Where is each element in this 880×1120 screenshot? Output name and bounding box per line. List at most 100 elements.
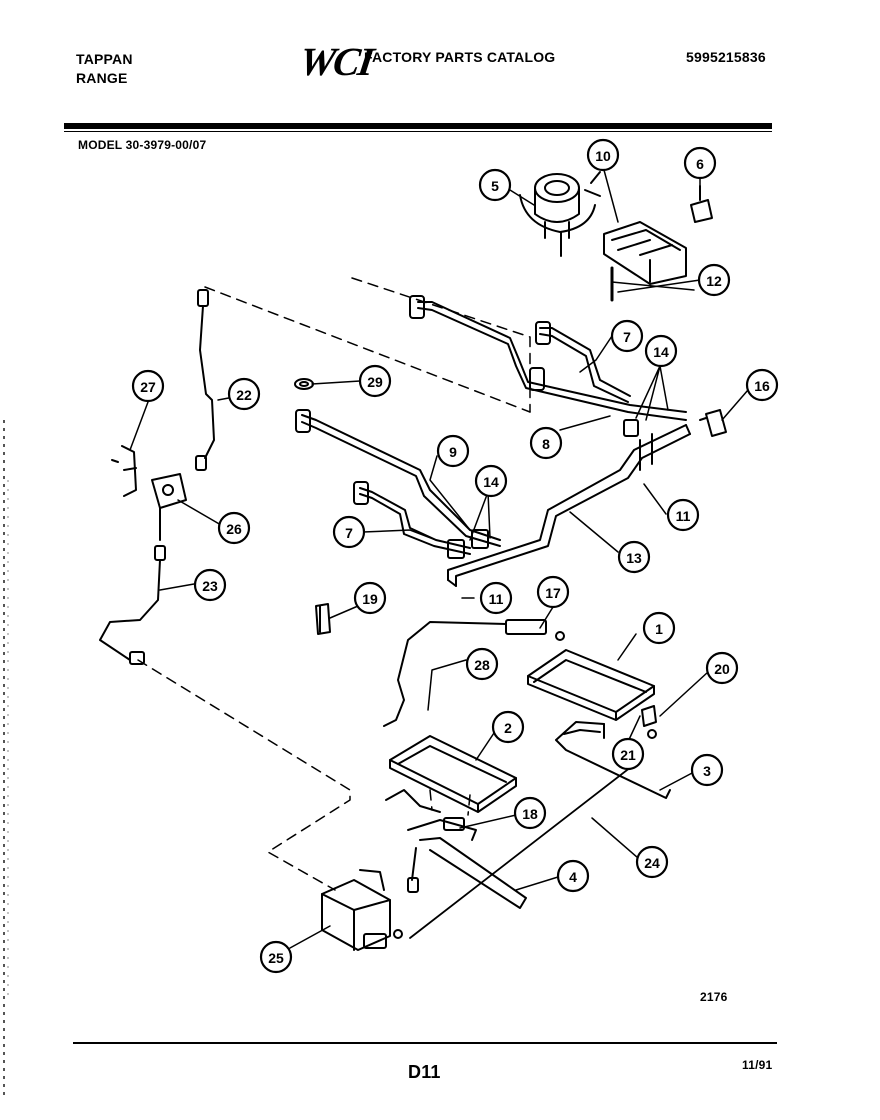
callout-circle [586, 138, 620, 172]
callout-number: 7 [623, 329, 631, 345]
callout-circle [131, 369, 165, 403]
callout-circle [536, 575, 570, 609]
callout-circle [259, 940, 293, 974]
callout-circle [436, 434, 470, 468]
part-23-tube [99, 559, 161, 665]
callout-23: 23 [193, 568, 227, 602]
part-17-igniter-wire [383, 619, 565, 727]
part-26-regulator [151, 473, 187, 561]
callout-6: 6 [683, 146, 717, 180]
callout-number: 21 [620, 747, 636, 763]
header-rule-thin [64, 131, 772, 132]
callout-1: 1 [642, 611, 676, 645]
callout-11: 11 [479, 581, 513, 615]
drawing-number: 2176 [700, 990, 728, 1004]
callout-7: 7 [610, 319, 644, 353]
callout-number: 24 [644, 855, 660, 871]
part-6-clip [690, 185, 713, 223]
callout-number: 11 [489, 591, 504, 607]
callout-number: 23 [202, 578, 218, 594]
callout-number: 2 [504, 720, 512, 736]
page-id: D11 [408, 1062, 441, 1082]
callout-number: 27 [140, 379, 156, 395]
callout-27: 27 [131, 369, 165, 403]
part-3-burner-tube [555, 721, 671, 799]
callout-3: 3 [690, 753, 724, 787]
part-24-tube [409, 759, 641, 939]
callout-7: 7 [332, 515, 366, 549]
model-number: MODEL 30-3979-00/07 [78, 138, 207, 152]
callout-circle [690, 753, 724, 787]
callout-20: 20 [705, 651, 739, 685]
part-18-harness [385, 789, 477, 841]
callout-14: 14 [644, 334, 678, 368]
part-number: 5995215836 [686, 49, 766, 65]
callout-12: 12 [697, 263, 731, 297]
callout-number: 16 [754, 378, 770, 394]
callout-18: 18 [513, 796, 547, 830]
callout-22: 22 [227, 377, 261, 411]
callout-9: 9 [436, 434, 470, 468]
callout-number: 14 [483, 474, 499, 490]
callout-circle [227, 377, 261, 411]
callout-circle [513, 796, 547, 830]
callout-group: 1234567789101111121314141617181920212223… [131, 138, 779, 974]
callout-10: 10 [586, 138, 620, 172]
part-10-bracket [603, 221, 687, 285]
callout-circle [611, 737, 645, 771]
brand-name: TAPPAN [76, 51, 133, 67]
part-29-grommet [294, 378, 314, 390]
callout-number: 25 [268, 950, 284, 966]
callout-29: 29 [358, 364, 392, 398]
callout-circle [474, 464, 508, 498]
callout-circle [642, 611, 676, 645]
callout-13: 13 [617, 540, 651, 574]
callout-circle [479, 581, 513, 615]
callout-circle [556, 859, 590, 893]
callout-circle [491, 710, 525, 744]
callout-number: 22 [236, 387, 252, 403]
callout-circle [635, 845, 669, 879]
callout-number: 13 [626, 550, 642, 566]
leader-lines [129, 169, 749, 949]
brand-block: TAPPAN RANGE [76, 50, 133, 88]
callout-number: 7 [345, 525, 353, 541]
part-25-valve [321, 869, 403, 951]
part-1-burner [527, 649, 655, 721]
callout-circle [666, 498, 700, 532]
callout-16: 16 [745, 368, 779, 402]
callout-number: 5 [491, 178, 499, 194]
catalog-title: FACTORY PARTS CATALOG [364, 49, 556, 65]
callout-circle [745, 368, 779, 402]
callout-circle [617, 540, 651, 574]
callout-circle [697, 263, 731, 297]
callout-circle [683, 146, 717, 180]
callout-4: 4 [556, 859, 590, 893]
callout-circle [353, 581, 387, 615]
callout-number: 17 [545, 585, 561, 601]
callout-circle [478, 168, 512, 202]
callout-number: 10 [595, 148, 611, 164]
part-27-bracket [111, 445, 137, 497]
callout-8: 8 [529, 426, 563, 460]
callout-24: 24 [635, 845, 669, 879]
header-rule [64, 123, 772, 129]
callout-number: 9 [449, 444, 457, 460]
callout-number: 29 [367, 374, 383, 390]
revision-date: 11/91 [742, 1058, 773, 1072]
callout-circle [358, 364, 392, 398]
callout-number: 14 [653, 344, 669, 360]
callout-circle [217, 511, 251, 545]
product-type: RANGE [76, 70, 128, 86]
callout-circle [332, 515, 366, 549]
callout-26: 26 [217, 511, 251, 545]
callout-17: 17 [536, 575, 570, 609]
part-4-burner-tube [407, 837, 527, 909]
footer-rule [73, 1042, 777, 1044]
scan-edge [3, 420, 9, 1100]
callout-number: 3 [703, 763, 711, 779]
callout-number: 18 [522, 806, 538, 822]
callout-circle [705, 651, 739, 685]
callout-14: 14 [474, 464, 508, 498]
